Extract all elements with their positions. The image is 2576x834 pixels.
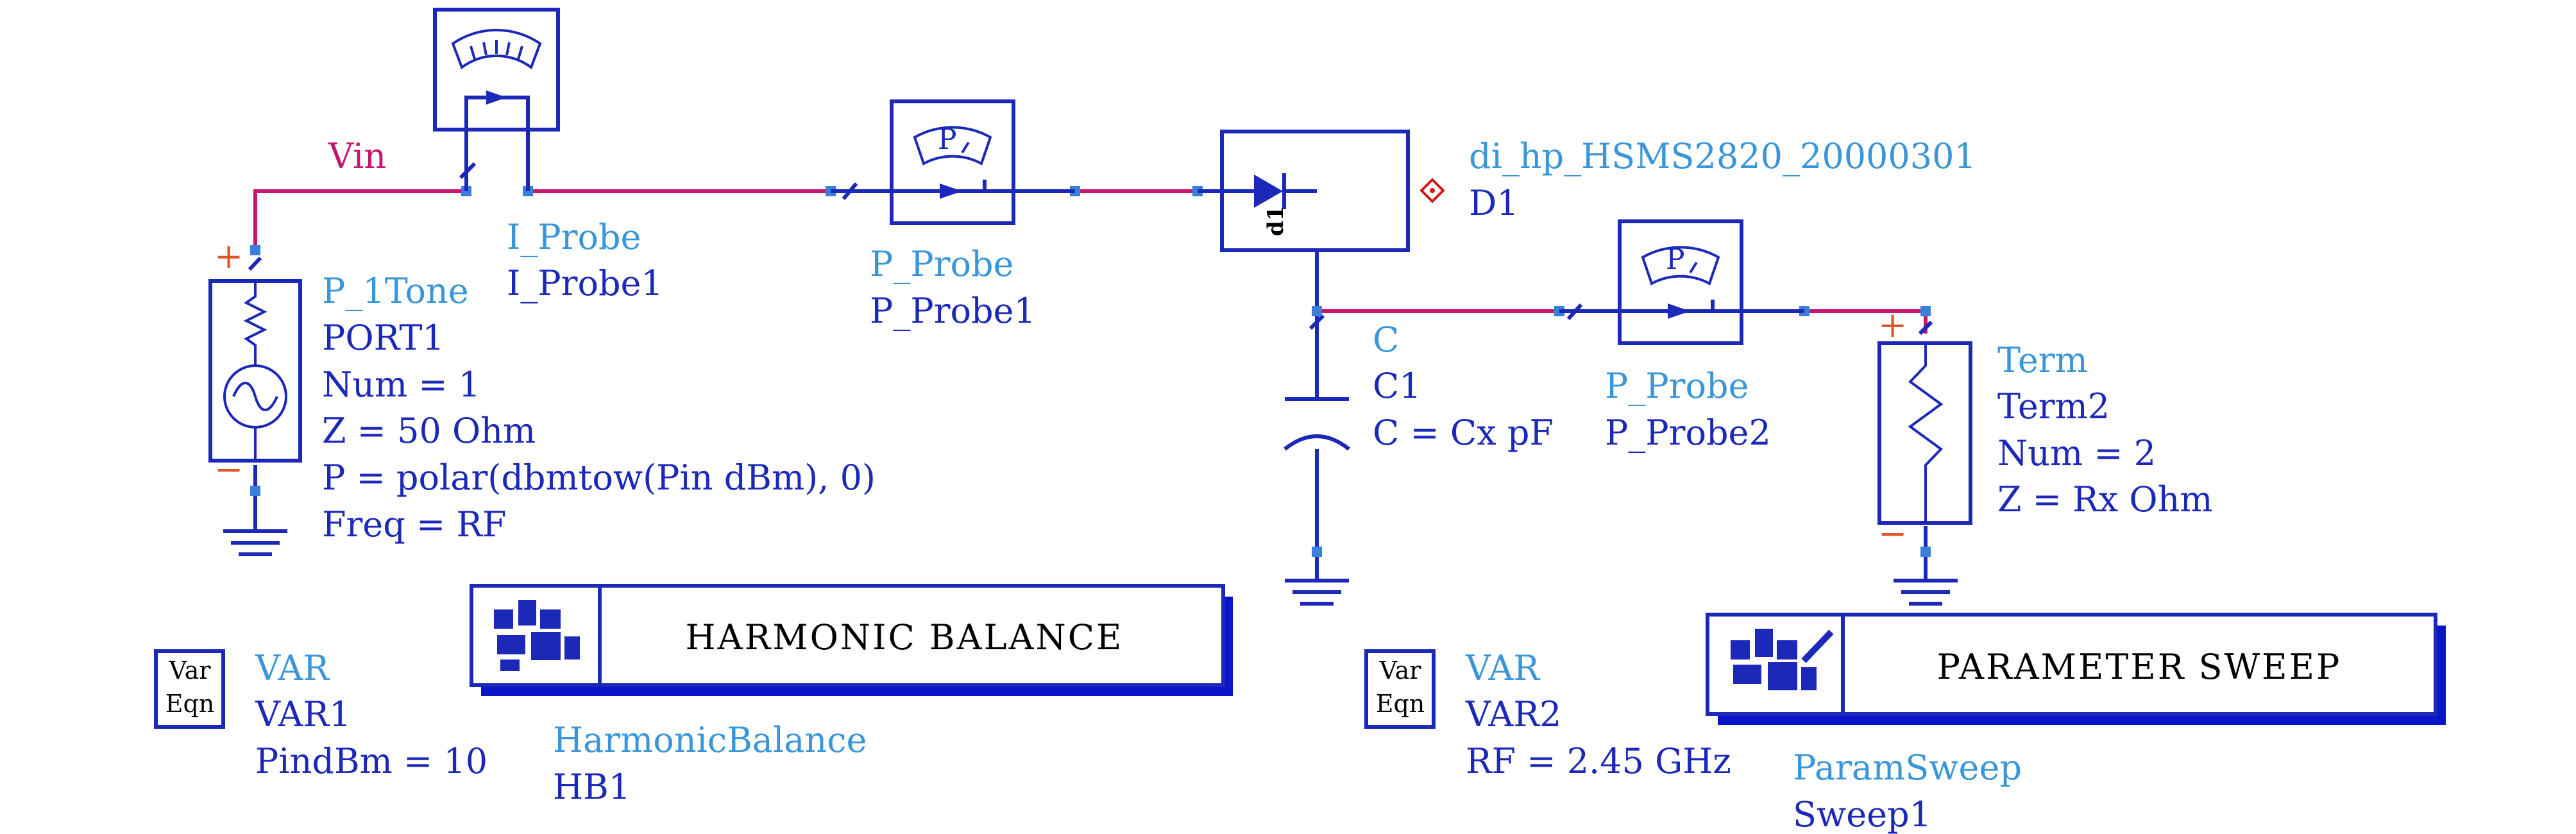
- pin[interactable]: [1312, 306, 1322, 316]
- pin[interactable]: [1312, 547, 1322, 557]
- meter-p-glyph: P: [1666, 243, 1685, 276]
- svg-text:Eqn: Eqn: [1376, 690, 1425, 718]
- var2-type-label: VAR: [1465, 648, 1540, 688]
- parameter-sweep-controller[interactable]: PARAMETER SWEEP: [1706, 613, 2446, 725]
- positive-polarity-label: +: [1878, 305, 1907, 345]
- iprobe-type-label: I_Probe: [507, 217, 641, 257]
- term-resistor-icon: [1908, 343, 1944, 523]
- term-num-param: Num = 2: [1997, 433, 2156, 473]
- var-equation-var1[interactable]: Var Eqn: [154, 649, 225, 729]
- wire-pprobe2-to-term[interactable]: [1804, 309, 1928, 334]
- var-equation-var2[interactable]: Var Eqn: [1364, 649, 1436, 729]
- tick-mark: [248, 256, 262, 271]
- source-z-param: Z = 50 Ohm: [322, 411, 536, 451]
- diode-model-label: di_hp_HSMS2820_20000301: [1469, 136, 1976, 176]
- source-name-label: PORT1: [322, 318, 445, 358]
- capacitor-type-label: C: [1373, 319, 1399, 360]
- source-power-param: P = polar(dbmtow(Pin dBm), 0): [322, 457, 876, 498]
- pin[interactable]: [250, 245, 260, 255]
- source-num-param: Num = 1: [322, 364, 480, 405]
- sine-wave-icon: [232, 382, 278, 411]
- pprobe1-name-label: P_Probe1: [870, 291, 1036, 331]
- diode-symbol-icon: [1254, 174, 1283, 208]
- pprobe2-type-label: P_Probe: [1605, 366, 1749, 406]
- capacitor-c1[interactable]: [1284, 397, 1350, 451]
- arrow-icon: [1668, 303, 1690, 319]
- diode-d1[interactable]: d1: [1198, 130, 1445, 252]
- pprobe1-type-label: P_Probe: [870, 244, 1014, 284]
- current-probe-iprobe1[interactable]: [433, 8, 560, 191]
- source-freq-param: Freq = RF: [322, 504, 507, 545]
- iprobe-body: [433, 8, 560, 132]
- term-name-label: Term2: [1997, 386, 2110, 427]
- controller-body: [470, 584, 1225, 687]
- svg-text:Var: Var: [169, 656, 212, 685]
- svg-text:Eqn: Eqn: [165, 690, 215, 718]
- ground-icon: [1285, 579, 1349, 606]
- var1-type-label: VAR: [255, 648, 330, 688]
- var-eqn-icon: [1364, 649, 1436, 729]
- var1-name-label: VAR1: [255, 694, 351, 735]
- pprobe2-name-label: P_Probe2: [1605, 413, 1771, 453]
- negative-polarity-label: −: [214, 449, 243, 489]
- var2-expression: RF = 2.45 GHz: [1466, 741, 1731, 781]
- termination-term2[interactable]: + −: [1877, 305, 1972, 554]
- term-z-param: Z = Rx Ohm: [1997, 479, 2213, 520]
- pin[interactable]: [250, 486, 260, 496]
- capacitor-plate-bottom: [1284, 434, 1350, 451]
- controller-title: PARAMETER SWEEP: [1937, 647, 2342, 687]
- ground-icon: [1894, 579, 1958, 606]
- term-type-label: Term: [1997, 340, 2088, 380]
- pprobe1-body: [890, 99, 1015, 225]
- power-probe-pprobe2[interactable]: P: [1559, 219, 1804, 345]
- source-type-label: P_1Tone: [322, 271, 469, 311]
- pin[interactable]: [1920, 306, 1931, 316]
- diode-pin-label: d1: [1263, 206, 1289, 236]
- capacitor-value-param: C = Cx pF: [1373, 413, 1554, 453]
- sweep-simulation-icon: [1731, 629, 1834, 690]
- net-label-vin[interactable]: Vin: [328, 136, 386, 176]
- negative-polarity-label: −: [1878, 513, 1907, 554]
- meter-dial-icon: [1641, 246, 1720, 285]
- tick-mark: [1309, 314, 1325, 330]
- tick-mark: [1918, 320, 1933, 336]
- var-eqn-icon: [154, 649, 225, 729]
- meter-dial-icon: [451, 28, 542, 70]
- wire-vin-net[interactable]: [253, 189, 466, 250]
- diode-instance-marker: [1419, 178, 1445, 203]
- diode-name-label: D1: [1469, 183, 1519, 223]
- arrow-icon: [940, 183, 962, 199]
- harmonic-balance-controller[interactable]: HARMONIC BALANCE: [470, 584, 1233, 696]
- power-probe-pprobe1[interactable]: P: [831, 99, 1075, 225]
- source-resistor-icon: [243, 281, 267, 366]
- sweep-type-label: ParamSweep: [1793, 747, 2022, 788]
- meter-dial-icon: [913, 126, 992, 166]
- hb-name-label: HB1: [553, 767, 631, 807]
- var2-name-label: VAR2: [1465, 694, 1561, 735]
- pprobe2-body: [1618, 219, 1743, 345]
- meter-p-glyph: P: [938, 123, 957, 156]
- capacitor-name-label: C1: [1373, 366, 1421, 406]
- svg-text:Var: Var: [1379, 656, 1422, 685]
- pin[interactable]: [1920, 547, 1931, 557]
- power-source-port1[interactable]: + −: [208, 236, 302, 489]
- iprobe-name-label: I_Probe1: [507, 263, 663, 303]
- positive-polarity-label: +: [214, 236, 243, 277]
- sweep-name-label: Sweep1: [1793, 794, 1931, 834]
- hb-type-label: HarmonicBalance: [553, 720, 867, 760]
- simulation-icon: [494, 600, 580, 671]
- controller-title: HARMONIC BALANCE: [686, 617, 1124, 658]
- ground-icon: [223, 520, 287, 556]
- var1-expression: PindBm = 10: [255, 741, 487, 781]
